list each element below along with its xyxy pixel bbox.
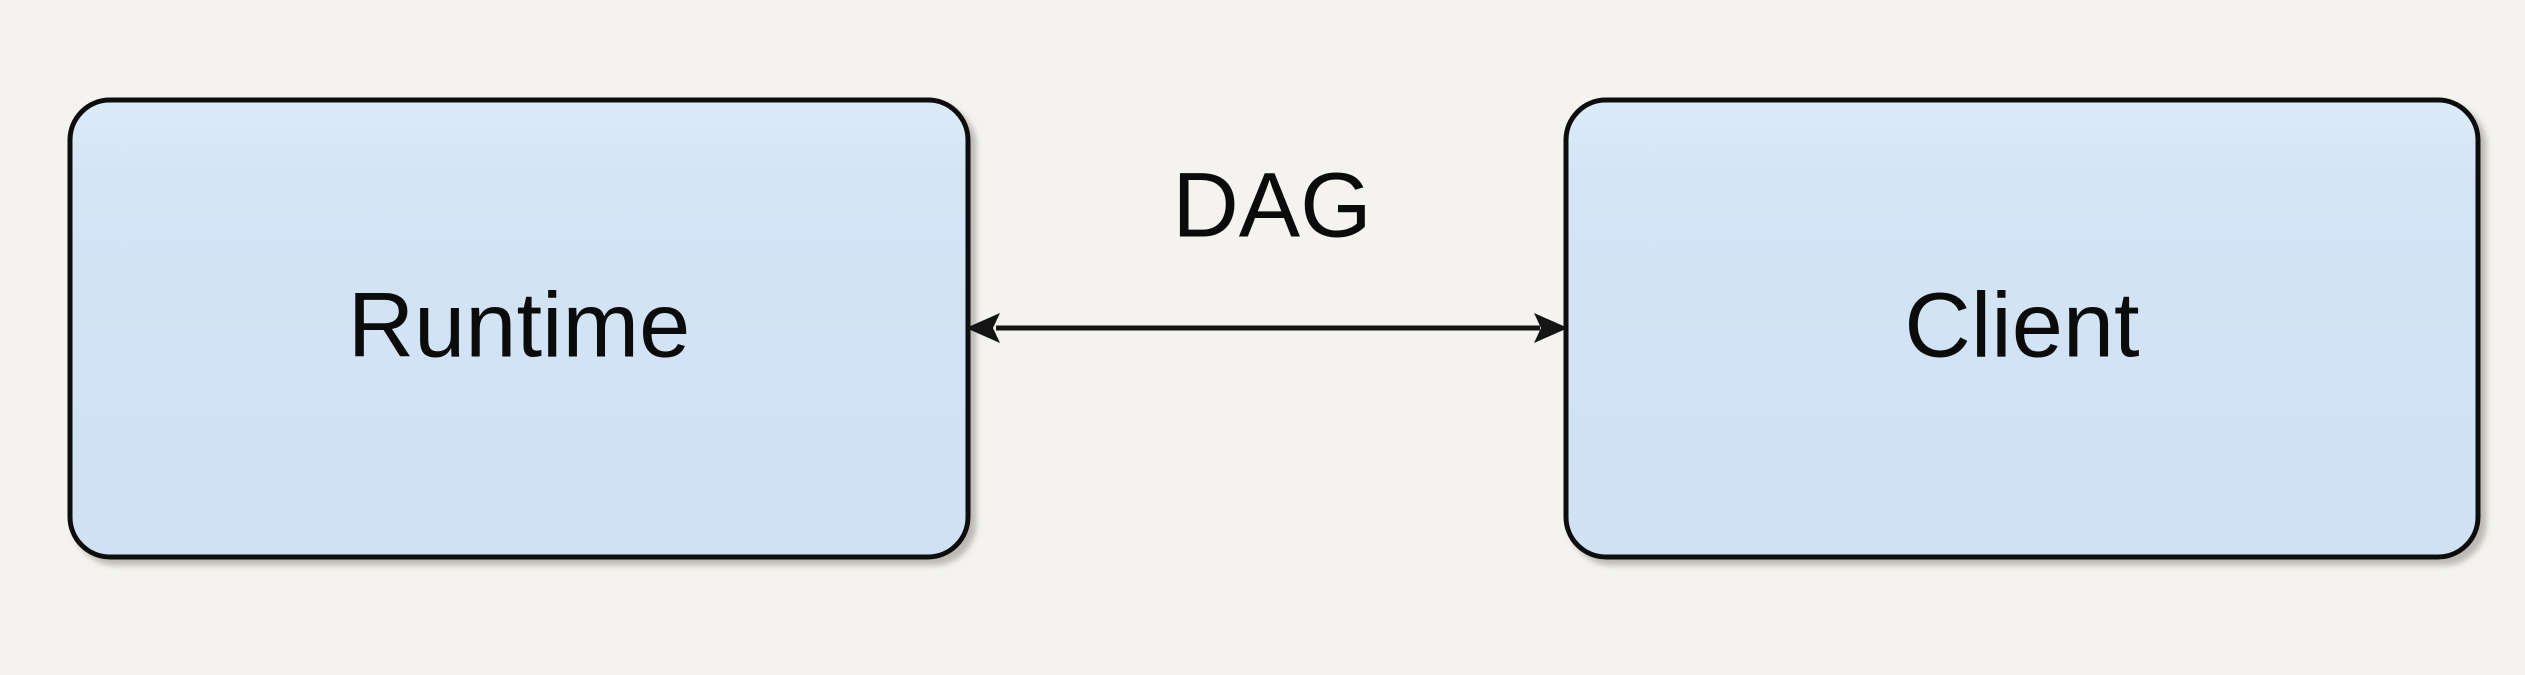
node-runtime-label: Runtime [348,274,691,376]
edge-runtime-client[interactable]: DAG [966,154,1568,343]
arrowhead-right-icon [1534,313,1568,343]
node-client[interactable]: Client [1563,97,2481,560]
node-runtime[interactable]: Runtime [67,97,971,560]
arrowhead-left-icon [966,313,1000,343]
edge-label-dag: DAG [1172,154,1371,256]
node-client-label: Client [1904,274,2139,376]
